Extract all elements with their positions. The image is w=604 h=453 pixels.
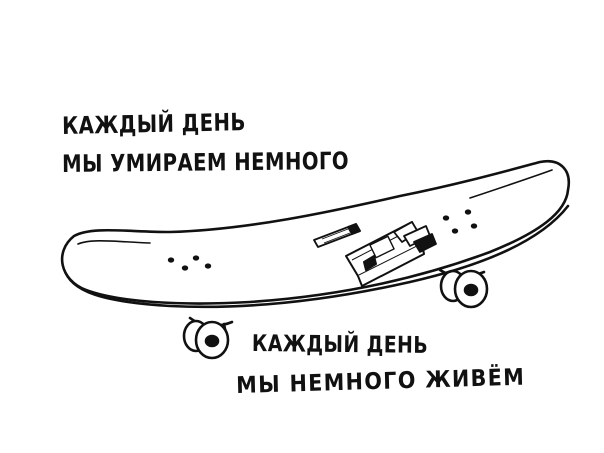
left-wheel-front [194,320,230,360]
right-wheel-front [453,269,489,309]
deck-edge [62,204,570,309]
caption-top-line-2: МЫ УМИРАЕМ НЕМНОГО [61,146,350,178]
bolt-holes-left [167,255,212,271]
cigarette-loose [313,223,361,248]
deck-outline [60,159,571,305]
caption-top-line-1: КАЖДЫЙ ДЕНЬ [61,108,246,140]
cigarettes-out-of-pack [393,221,437,253]
bolt-holes-right [442,209,478,234]
caption-bottom-line-1: КАЖДЫЙ ДЕНЬ [251,331,429,359]
